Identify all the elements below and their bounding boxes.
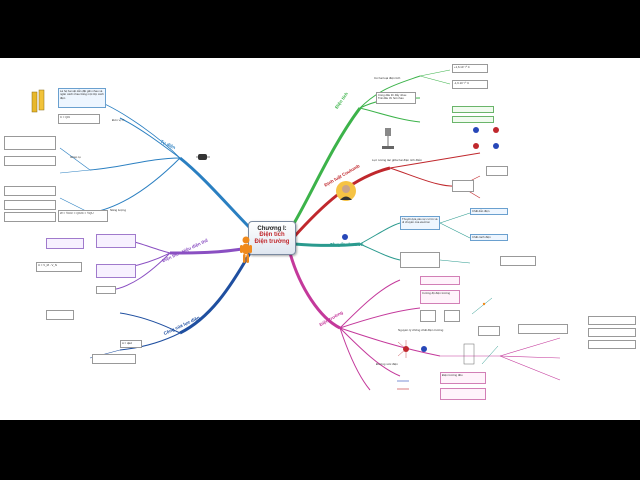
electron-charge-box: +1,6.10⁻¹⁹ C: [452, 64, 488, 73]
torsion-balance-icon: [382, 128, 394, 149]
luc-tuong-tac-label: Lực tương tác giữa hai điện tích điểm: [372, 158, 423, 162]
dien-tich-note-2: [452, 116, 494, 123]
field-diagram-2: [463, 343, 499, 365]
u-ed-box: [96, 286, 116, 294]
central-topic-line3: Điện trường: [254, 239, 290, 245]
nang-luong-label: Năng lượng: [110, 208, 126, 212]
plate-field-icon: [397, 380, 409, 390]
mind-map-canvas: Chương I: Điện tích Điện trường Tụ điện …: [0, 58, 640, 420]
hai-loai-label: Có hai loại điện tích: [374, 76, 401, 80]
hieu-dien-the-box: [96, 264, 136, 278]
case-box-3: [588, 340, 636, 349]
tu-dien-definition-box: Là hệ hai vật dẫn đặt gần nhau và ngăn c…: [58, 88, 106, 108]
ct-c-box: C = Q/U: [58, 114, 100, 124]
central-topic-line2: Điện tích: [259, 232, 285, 238]
don-vi-label: Đơn vị: F: [112, 118, 125, 122]
dien-tich-note-1: [452, 106, 494, 113]
electron-formula-box: [500, 256, 536, 266]
superposition-box: [478, 326, 500, 336]
charges-diagram: [473, 127, 499, 149]
parallel-charge-box: [4, 212, 56, 222]
ct-w-box: W = ½CU² = Q²/2C = ½QU: [58, 210, 108, 222]
coulomb-formula-box: [452, 180, 474, 192]
coulomb-k-box: [486, 166, 508, 176]
proton-charge-box: -1,6.10⁻¹⁹ C: [452, 80, 488, 89]
duong-suc-label: Đường sức điện: [376, 362, 398, 366]
capacitor-image: [31, 89, 45, 113]
series-voltage-box: [4, 156, 56, 166]
chat-cach-dien-box: Chất cách điện: [470, 234, 508, 241]
parallel-voltage-box: [4, 200, 56, 210]
potential-formula-box: [46, 238, 84, 249]
potential-definition-box: [96, 234, 136, 248]
ghep-tu-label: Ghép tụ: [70, 155, 81, 159]
series-formula-box: [4, 136, 56, 150]
chat-dan-dien-box: Chất dẫn điện: [470, 208, 508, 215]
e-formula-box-2: [444, 310, 460, 322]
trai-dau-text: Trái dấu thì hút nhau: [378, 96, 404, 101]
e-formula-box-1: [420, 310, 436, 322]
nguyen-ly-label: Nguyên lý chồng chất điện trường: [398, 328, 444, 332]
coulomb-portrait: [336, 181, 356, 201]
branch-thuyet-electron[interactable]: Thuyết electron: [330, 242, 364, 247]
case-box-1: [588, 316, 636, 325]
electron-subbox: [400, 252, 440, 268]
capacitor-component-icon: [196, 154, 210, 160]
u-formula-box: U = V_M - V_N: [36, 262, 82, 272]
dien-truong-deu-box: Điện trường đều: [440, 372, 486, 384]
dt-definition-box: [420, 276, 460, 285]
case-box-2: [588, 328, 636, 337]
electron-icon: [342, 234, 348, 240]
cung-trai-dau-box: Cùng dấu thì đẩy nhau Trái dấu thì hút n…: [376, 92, 416, 104]
field-diagram-1: [471, 297, 493, 315]
work-potential-box: [92, 354, 136, 364]
parallel-formula-box: [4, 186, 56, 196]
field-lines-icon: [398, 340, 427, 358]
dt-note-box: [440, 388, 486, 400]
cuong-do-box: Cường độ điện trường: [420, 290, 460, 304]
a-qed-box: A = qEd: [120, 340, 142, 348]
thuyet-electron-box: Thuyết dựa vào sự cư trú và di chuyển củ…: [400, 216, 440, 230]
orange-figure-icon: [240, 236, 252, 263]
central-topic-title: Chương I:: [257, 226, 287, 232]
cung-dau-text: Cùng dấu thì đẩy nhau: [378, 93, 407, 97]
superposition-result-box: [518, 324, 568, 334]
work-diagram-box: [46, 310, 74, 320]
central-topic[interactable]: Chương I: Điện tích Điện trường: [248, 221, 296, 255]
